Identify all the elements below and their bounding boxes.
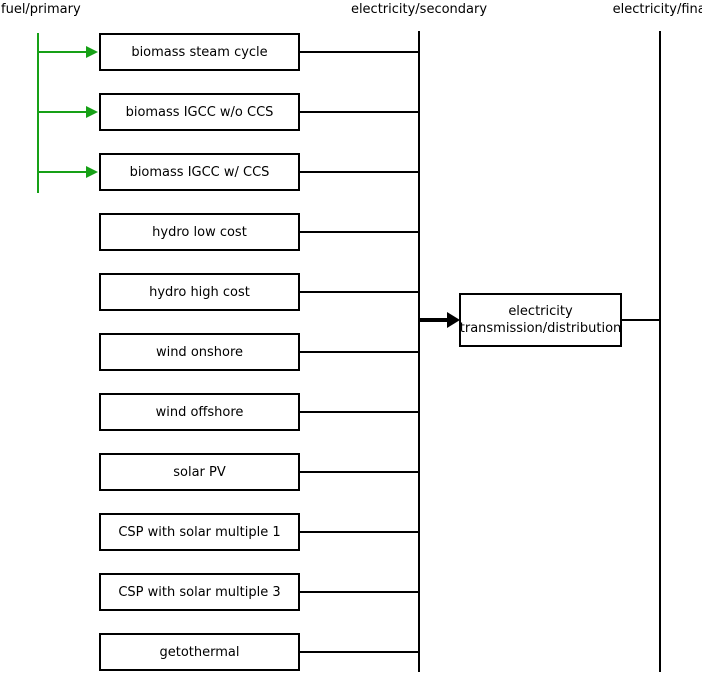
technology-box: biomass steam cycle xyxy=(99,33,300,71)
secondary-bus-connector-line xyxy=(300,231,419,233)
technology-box-label: wind offshore xyxy=(155,404,244,420)
secondary-bus-connector-line xyxy=(300,411,419,413)
hub-output-line xyxy=(621,319,660,321)
column-header-electricity-final: electricity/final xyxy=(612,2,702,17)
fuel-input-arrow-head-icon xyxy=(86,46,98,58)
technology-box-label: biomass steam cycle xyxy=(131,44,268,60)
technology-box: wind onshore xyxy=(99,333,300,371)
secondary-bus-connector-line xyxy=(300,591,419,593)
technology-box: CSP with solar multiple 3 xyxy=(99,573,300,611)
secondary-bus-connector-line xyxy=(300,351,419,353)
technology-box: biomass IGCC w/o CCS xyxy=(99,93,300,131)
secondary-bus-connector-line xyxy=(300,651,419,653)
technology-box-label: solar PV xyxy=(173,464,226,480)
technology-box: wind offshore xyxy=(99,393,300,431)
fuel-input-arrow-line xyxy=(38,171,87,173)
electricity-secondary-bus-line xyxy=(418,31,420,672)
transmission-distribution-label-line1: electricity xyxy=(508,304,573,319)
transmission-distribution-label-line2: transmission/distribution xyxy=(459,321,622,336)
fuel-primary-bus-line xyxy=(37,33,39,193)
secondary-bus-connector-line xyxy=(300,471,419,473)
secondary-bus-connector-line xyxy=(300,531,419,533)
technology-box-label: wind onshore xyxy=(155,344,244,360)
technology-box-label: biomass IGCC w/ CCS xyxy=(129,164,270,180)
technology-box-label: CSP with solar multiple 3 xyxy=(118,584,281,600)
secondary-bus-connector-line xyxy=(300,291,419,293)
technology-box: solar PV xyxy=(99,453,300,491)
technology-box: hydro high cost xyxy=(99,273,300,311)
hub-input-arrow-line xyxy=(420,318,448,322)
technology-box-label: hydro high cost xyxy=(149,284,250,300)
technology-box-label: getothermal xyxy=(159,644,240,660)
secondary-bus-connector-line xyxy=(300,51,419,53)
technology-box-label: biomass IGCC w/o CCS xyxy=(125,104,274,120)
fuel-input-arrow-line xyxy=(38,51,87,53)
secondary-bus-connector-line xyxy=(300,171,419,173)
fuel-input-arrow-line xyxy=(38,111,87,113)
hub-input-arrow-head-icon xyxy=(447,312,460,328)
transmission-distribution-box: electricity transmission/distribution xyxy=(459,293,622,347)
technology-box: CSP with solar multiple 1 xyxy=(99,513,300,551)
technology-box-label: hydro low cost xyxy=(152,224,247,240)
secondary-bus-connector-line xyxy=(300,111,419,113)
column-header-electricity-secondary: electricity/secondary xyxy=(350,2,488,17)
technology-box: getothermal xyxy=(99,633,300,671)
fuel-input-arrow-head-icon xyxy=(86,106,98,118)
technology-box-label: CSP with solar multiple 1 xyxy=(118,524,281,540)
electricity-final-bus-line xyxy=(659,31,661,672)
column-header-fuel-primary: fuel/primary xyxy=(1,2,81,17)
fuel-input-arrow-head-icon xyxy=(86,166,98,178)
technology-box: biomass IGCC w/ CCS xyxy=(99,153,300,191)
technology-box: hydro low cost xyxy=(99,213,300,251)
